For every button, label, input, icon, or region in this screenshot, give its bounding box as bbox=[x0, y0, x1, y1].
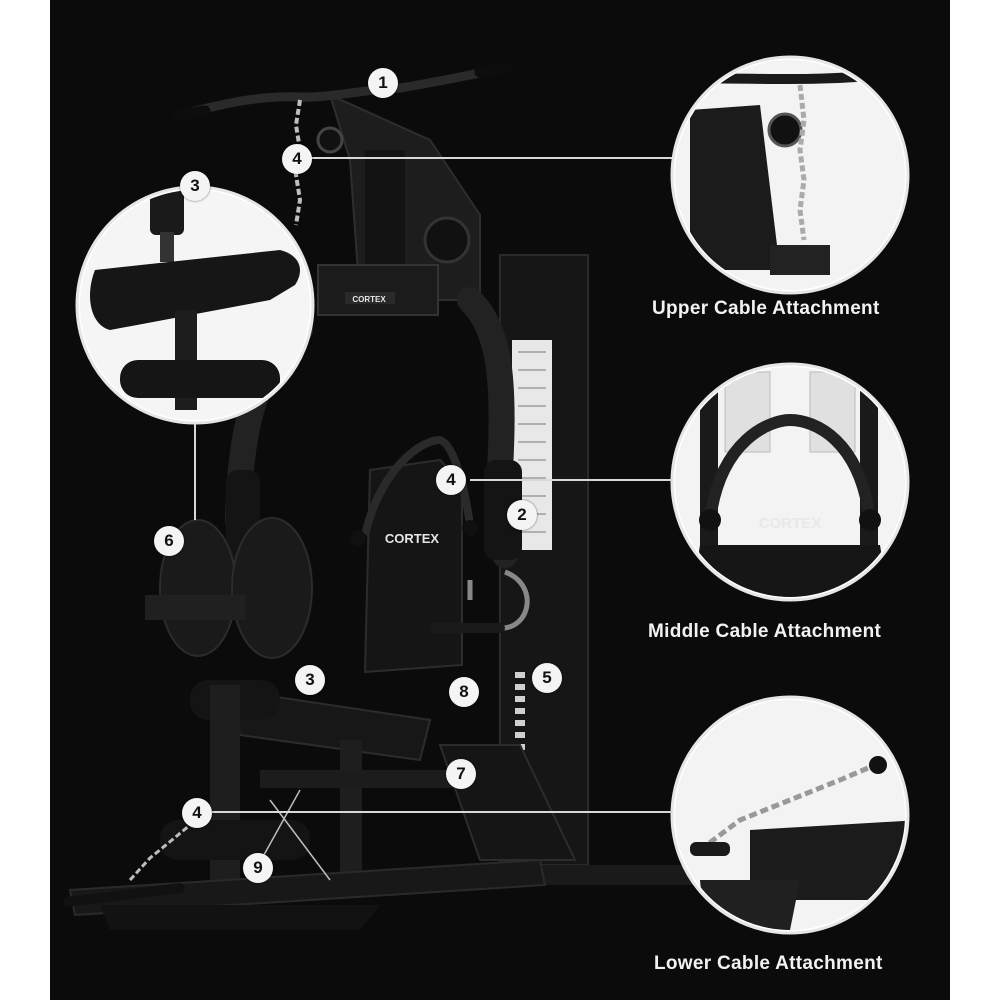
middle-cable-detail-circle: CORTEX bbox=[670, 362, 910, 602]
marker-2: 2 bbox=[507, 500, 537, 530]
marker-7: 7 bbox=[446, 759, 476, 789]
upper-cable-detail-circle bbox=[670, 55, 910, 295]
press-crossbar bbox=[317, 264, 439, 316]
preacher-pad-detail-circle bbox=[75, 185, 315, 425]
lower-cable-caption: Lower Cable Attachment bbox=[654, 953, 883, 974]
back-pad-logo: CORTEX bbox=[385, 531, 440, 546]
base-rail bbox=[68, 858, 547, 917]
upper-frame-column bbox=[365, 150, 405, 280]
left-margin bbox=[0, 0, 50, 1000]
right-margin bbox=[950, 0, 1000, 1000]
marker-5: 5 bbox=[532, 663, 562, 693]
marker-9: 9 bbox=[243, 853, 273, 883]
weight-plate-right bbox=[231, 517, 313, 659]
lat-pulldown-bar bbox=[173, 63, 513, 120]
marker-6: 6 bbox=[154, 526, 184, 556]
marker-4-lower: 4 bbox=[182, 798, 212, 828]
crossbar-logo: CORTEX bbox=[352, 295, 386, 304]
plate-loading-arm bbox=[145, 595, 245, 620]
middle-cable-caption: Middle Cable Attachment bbox=[648, 621, 882, 642]
top-pulley bbox=[316, 126, 344, 154]
lower-cable-detail-circle bbox=[670, 695, 910, 935]
press-arm-right bbox=[457, 287, 518, 568]
rope-detail-logo: CORTEX bbox=[759, 515, 822, 532]
marker-4-middle: 4 bbox=[436, 465, 466, 495]
home-gym-machine: CORTEX CORTEX bbox=[63, 62, 700, 930]
marker-4-upper: 4 bbox=[282, 144, 312, 174]
back-pad bbox=[363, 458, 463, 674]
marker-8: 8 bbox=[449, 677, 479, 707]
leg-roller-bottom bbox=[160, 820, 310, 860]
marker-1: 1 bbox=[368, 68, 398, 98]
lower-chain bbox=[128, 823, 191, 882]
upper-cable-caption: Upper Cable Attachment bbox=[652, 298, 880, 319]
marker-3-seat: 3 bbox=[295, 665, 325, 695]
low-pulley-bar bbox=[63, 883, 185, 907]
press-arm-grip-right bbox=[484, 460, 522, 560]
marker-3-preacher: 3 bbox=[180, 171, 210, 201]
upper-pulley bbox=[423, 216, 471, 264]
placard-figures bbox=[518, 351, 546, 533]
